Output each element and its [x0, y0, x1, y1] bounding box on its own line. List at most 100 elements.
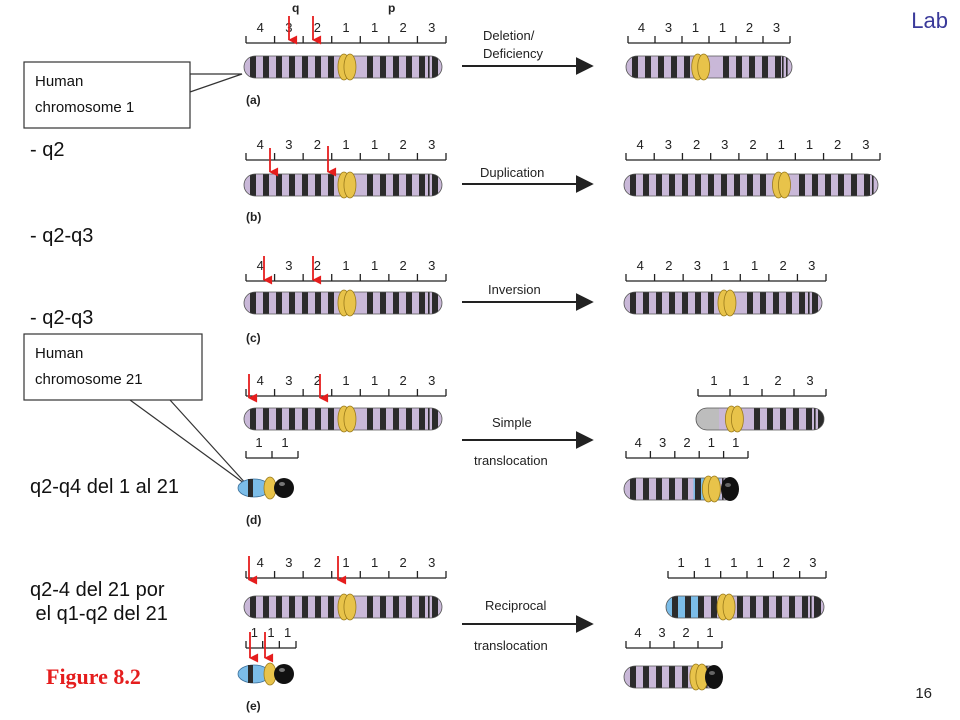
band-tick-label: 2: [774, 373, 781, 388]
arrow-simple-translocation: Simple translocation: [462, 415, 594, 468]
centromere: [337, 289, 357, 317]
band-tick-label: 4: [257, 373, 264, 388]
slide-number: 16: [915, 685, 932, 702]
side-note-simple-translocation: q2-q4 del 1 al 21: [30, 476, 180, 498]
band-tick-label: 1: [778, 137, 785, 152]
band-tick-label: 2: [314, 373, 321, 388]
chromosome-21-e-original: [237, 662, 294, 686]
band-tick-label: 2: [780, 258, 787, 273]
band-tick-label: 3: [808, 258, 815, 273]
band-tick-label: 1: [342, 258, 349, 273]
band-tick-label: 1: [708, 435, 715, 450]
side-note-q2: - q2: [30, 139, 65, 161]
centromere: [337, 405, 357, 433]
band-tick-label: 2: [400, 555, 407, 570]
band-tick-label: 4: [257, 555, 264, 570]
figure-label: Figure 8.2: [46, 664, 141, 689]
band-tick-label: 2: [665, 258, 672, 273]
band-tick-label: 1: [719, 20, 726, 35]
band-tick-label: 1: [706, 625, 713, 640]
panel-a-letter: (a): [246, 93, 261, 107]
callout-human-chromosome-21: Human chromosome 21: [23, 333, 249, 487]
centromere: [716, 593, 736, 621]
band-tick-label: 1: [371, 137, 378, 152]
band-tick-label: 1: [371, 258, 378, 273]
band-tick-label: 2: [693, 137, 700, 152]
band-tick-label: 2: [314, 20, 321, 35]
band-tick-label: 3: [428, 373, 435, 388]
band-tick-label: 4: [634, 625, 641, 640]
band-tick-label: 2: [400, 137, 407, 152]
band-tick-label: 3: [665, 20, 672, 35]
callout-2-line-2: chromosome 21: [35, 371, 143, 388]
panel-d-letter: (d): [246, 513, 261, 527]
side-note-reciprocal-translocation: q2-4 del 21 por el q1-q2 del 21: [30, 579, 168, 625]
centromere: [772, 171, 791, 199]
centromere: [337, 593, 357, 621]
panel-c-letter: (c): [246, 331, 261, 345]
band-tick-label: 1: [751, 258, 758, 273]
band-tick-label: 1: [284, 625, 291, 640]
lab-label: Lab: [911, 8, 948, 33]
label-inversion: Inversion: [488, 282, 541, 297]
band-tick-label: 2: [783, 555, 790, 570]
label-reciprocal: Reciprocal: [485, 598, 547, 613]
band-tick-label: 2: [400, 258, 407, 273]
label-simple: Simple: [492, 415, 532, 430]
centromere: [337, 53, 357, 81]
panel-e-letter: (e): [246, 699, 261, 713]
band-tick-label: 1: [806, 137, 813, 152]
chromosome-e-result-1: [665, 595, 825, 619]
band-tick-label: 1: [342, 20, 349, 35]
band-tick-label: 3: [428, 258, 435, 273]
centromere: [337, 171, 357, 199]
arrow-duplication: Duplication: [462, 165, 594, 193]
band-tick-label: 2: [314, 137, 321, 152]
band-tick-label: 4: [636, 137, 643, 152]
arrow-deletion: Deletion/ Deficiency: [462, 28, 594, 75]
band-tick-label: 3: [806, 373, 813, 388]
band-tick-label: 1: [371, 373, 378, 388]
band-tick-label: 3: [285, 555, 292, 570]
band-tick-label: 1: [742, 373, 749, 388]
band-tick-label: 2: [682, 625, 689, 640]
band-tick-label: 3: [428, 555, 435, 570]
band-tick-label: 1: [757, 555, 764, 570]
ruler-e-result-2: 4 3 2 1: [625, 625, 723, 649]
centromere: [701, 475, 721, 503]
band-tick-label: 2: [746, 20, 753, 35]
side-note-q2-q3-inversion: - q2-q3: [30, 307, 94, 329]
label-duplication: Duplication: [480, 165, 544, 180]
band-tick-label: 3: [809, 555, 816, 570]
band-tick-label: 4: [638, 20, 645, 35]
band-tick-label: 2: [314, 258, 321, 273]
band-tick-label: 3: [694, 258, 701, 273]
callout-1-line-2: chromosome 1: [35, 99, 134, 116]
band-tick-label: 1: [730, 555, 737, 570]
chromosome-21-d-original: [237, 476, 294, 500]
band-tick-label: 1: [678, 555, 685, 570]
centromere: [689, 663, 709, 691]
centromere: [691, 53, 711, 81]
band-tick-label: 3: [658, 625, 665, 640]
band-tick-label: 3: [659, 435, 666, 450]
band-tick-label: 2: [400, 373, 407, 388]
band-tick-label: 2: [400, 20, 407, 35]
band-tick-label: 2: [683, 435, 690, 450]
band-tick-label: 4: [635, 435, 642, 450]
band-tick-label: 3: [773, 20, 780, 35]
label-deletion-1: Deletion/: [483, 28, 535, 43]
